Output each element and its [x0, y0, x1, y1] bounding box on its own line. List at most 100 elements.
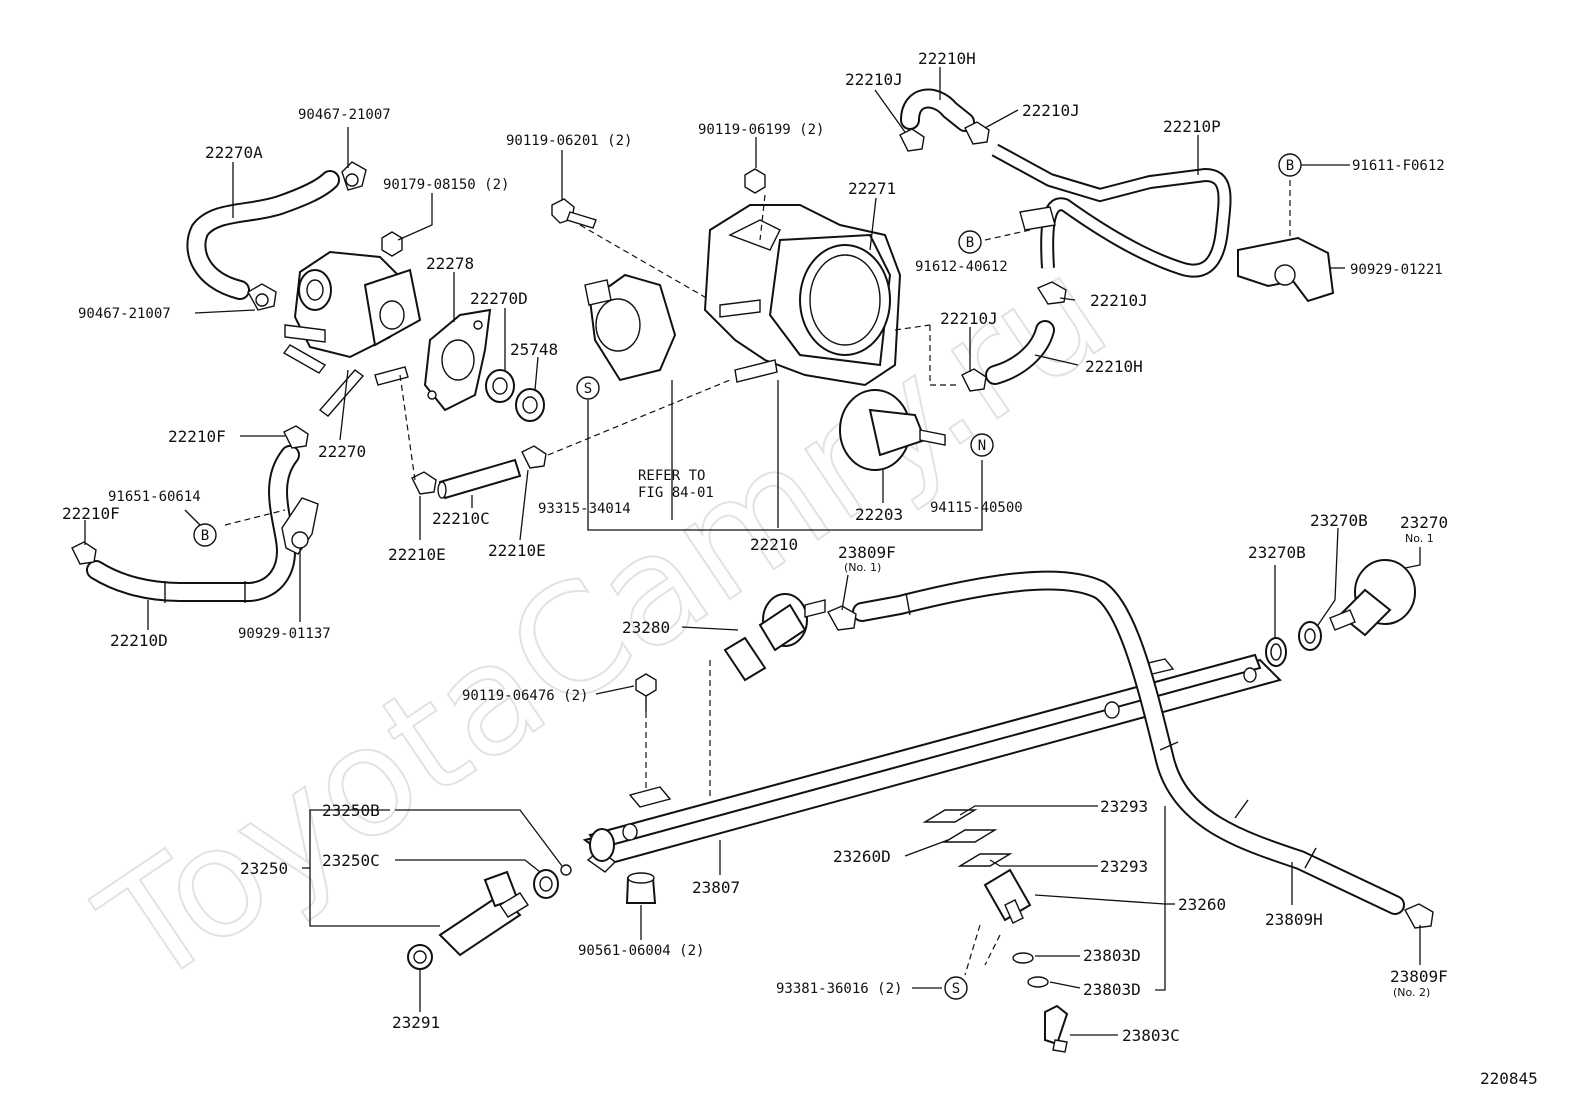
- label-94115: 94115-40500: [930, 500, 1023, 516]
- marker-b-91651: B: [193, 523, 217, 547]
- delivery-pipe-spacer-23260: [983, 868, 1032, 924]
- label-22210h-a: 22210H: [918, 49, 976, 68]
- hose-22210h-lower: [985, 320, 1055, 385]
- label-90467-top: 90467-21007: [298, 107, 391, 123]
- label-23270: 23270: [1400, 513, 1448, 532]
- label-22210p: 22210P: [1163, 117, 1221, 136]
- label-91612: 91612-40612: [915, 259, 1008, 275]
- svg-text:B: B: [201, 528, 209, 544]
- pulsation-damper-23280: [723, 593, 826, 682]
- o-ring-23270b-b: [1298, 621, 1322, 651]
- clip-22210j-a: [899, 128, 925, 152]
- gasket-22278: [423, 308, 492, 412]
- label-91651: 91651-60614: [108, 489, 201, 505]
- clip-22210f-upper: [283, 425, 309, 449]
- label-90929-01221: 90929-01221: [1350, 262, 1443, 278]
- label-no2: (No. 2): [1393, 986, 1430, 999]
- svg-text:B: B: [966, 235, 974, 251]
- label-22210: 22210: [750, 535, 798, 554]
- insulator-23293-b: [957, 853, 1013, 867]
- marker-n-94115: N: [970, 433, 994, 457]
- insulator-23293-a: [922, 809, 978, 823]
- svg-text:S: S: [584, 381, 592, 397]
- clip-22210j-b: [964, 121, 990, 145]
- throttle-position-sensor: [584, 273, 677, 382]
- label-22210c: 22210C: [432, 509, 490, 528]
- label-23260: 23260: [1178, 895, 1226, 914]
- label-22270d: 22270D: [470, 289, 528, 308]
- label-no1-a: (No. 1): [844, 561, 881, 574]
- clip-90467-top: [341, 161, 367, 191]
- figure-code: 220845: [1480, 1069, 1538, 1088]
- label-90119-06199: 90119-06199 (2): [698, 122, 824, 138]
- label-22210j-d: 22210J: [940, 309, 998, 328]
- label-23293-b: 23293: [1100, 857, 1148, 876]
- clip-22210e-a: [411, 471, 437, 495]
- label-22270a: 22270A: [205, 143, 263, 162]
- grommet-23291: [407, 944, 433, 970]
- label-23270b-b: 23270B: [1248, 543, 1306, 562]
- clip-22210e-b: [521, 445, 547, 469]
- label-23250c: 23250C: [322, 851, 380, 870]
- clip-22210j-d: [961, 368, 987, 392]
- part-22203: [839, 389, 946, 471]
- label-22210j-a: 22210J: [845, 70, 903, 89]
- label-23809h: 23809H: [1265, 910, 1323, 929]
- grommet-90561: [625, 872, 657, 904]
- clip-23809f-no1: [827, 605, 857, 631]
- hose-22210d: [86, 445, 300, 603]
- label-23291: 23291: [392, 1013, 440, 1032]
- bolt-90179: [381, 231, 403, 257]
- label-90467-left: 90467-21007: [78, 306, 171, 322]
- label-93315: 93315-34014: [538, 501, 631, 517]
- label-refer-1: REFER TO: [638, 468, 705, 484]
- label-23270b-a: 23270B: [1310, 511, 1368, 530]
- label-23260d: 23260D: [833, 847, 891, 866]
- clip-90467-left: [247, 283, 277, 311]
- label-90119-06201: 90119-06201 (2): [506, 133, 632, 149]
- clip-22210f-left: [71, 541, 97, 565]
- callout-labels: 22270A 90467-21007 90179-08150 (2) 90467…: [62, 49, 1538, 1088]
- label-90561: 90561-06004 (2): [578, 943, 704, 959]
- label-22278: 22278: [426, 254, 474, 273]
- label-22210d: 22210D: [110, 631, 168, 650]
- svg-text:B: B: [1286, 158, 1294, 174]
- label-22210j-b: 22210J: [1022, 101, 1080, 120]
- label-23809f-no1: 23809F: [838, 543, 896, 562]
- seal-22270d: [485, 369, 515, 403]
- svg-text:N: N: [978, 438, 986, 454]
- iac-valve-22270: [282, 250, 422, 417]
- label-91611: 91611-F0612: [1352, 158, 1445, 174]
- leader-lines: [84, 67, 1421, 1036]
- dashed-lines: [224, 180, 1291, 976]
- clip-22210j-c: [1036, 281, 1067, 305]
- label-22271: 22271: [848, 179, 896, 198]
- pressure-regulator-23270: [1329, 559, 1416, 637]
- label-23803c: 23803C: [1122, 1026, 1180, 1045]
- label-22210j-c: 22210J: [1090, 291, 1148, 310]
- clip-23809f-no2: [1404, 903, 1434, 929]
- marker-s-93381: S: [944, 976, 968, 1000]
- label-23250b: 23250B: [322, 801, 380, 820]
- label-22203: 22203: [855, 505, 903, 524]
- hose-22270a: [186, 170, 340, 300]
- marker-s-93315: S: [576, 376, 600, 400]
- bracket-90929-01221: [1237, 236, 1335, 303]
- throttle-body-22210: [703, 204, 902, 387]
- bolt-90119-06476: [635, 673, 657, 712]
- label-23807: 23807: [692, 878, 740, 897]
- injector-23250: [438, 864, 572, 957]
- marker-b-91612: B: [958, 230, 982, 254]
- label-25748: 25748: [510, 340, 558, 359]
- label-22210e-a: 22210E: [388, 545, 446, 564]
- label-22270: 22270: [318, 442, 366, 461]
- label-90929-01137: 90929-01137: [238, 626, 331, 642]
- hose-22210c: [437, 458, 522, 500]
- fuel-rail-23807: [582, 653, 1282, 873]
- part-25748: [515, 388, 545, 422]
- label-23809f-no2: 23809F: [1390, 967, 1448, 986]
- marker-b-91611: B: [1278, 153, 1302, 177]
- insulator-23260d: [942, 829, 998, 843]
- label-22210f-b: 22210F: [62, 504, 120, 523]
